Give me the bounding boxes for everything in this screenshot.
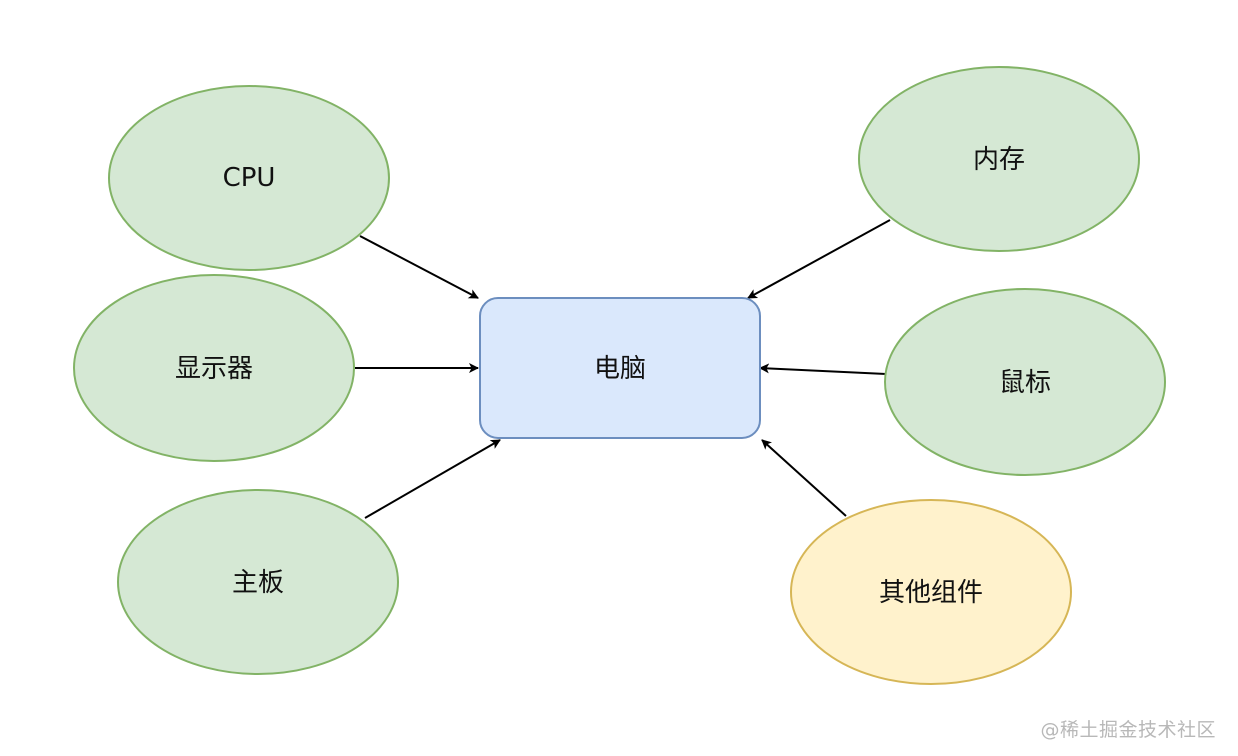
edges (355, 219, 891, 519)
display-node-shape (73, 274, 355, 462)
motherboard-node[interactable]: 主板 (117, 489, 399, 675)
other-components-node-label: 其他组件 (879, 578, 983, 608)
motherboard-node-shape (117, 489, 399, 675)
mouse-node-label: 鼠标 (999, 368, 1051, 398)
edge-motherboard-to-computer (364, 439, 501, 519)
computer-node[interactable]: 电脑 (479, 297, 761, 439)
edge-other-to-computer (761, 439, 847, 517)
display-node[interactable]: 显示器 (73, 274, 355, 462)
mouse-node-shape (884, 288, 1166, 476)
edge-mouse-to-computer (759, 363, 887, 375)
computer-node-box (479, 297, 761, 439)
watermark-text: @稀土掘金技术社区 (1040, 719, 1216, 741)
display-node-label: 显示器 (175, 354, 253, 384)
cpu-node-shape (108, 85, 390, 271)
edge-cpu-to-computer (359, 235, 479, 299)
computer-node-label: 电脑 (594, 354, 646, 384)
cpu-node-label: CPU (223, 163, 276, 193)
memory-node-shape (858, 66, 1140, 252)
mouse-node[interactable]: 鼠标 (884, 288, 1166, 476)
edge-memory-to-computer (747, 219, 891, 299)
memory-node-label: 内存 (973, 145, 1025, 175)
other-components-node[interactable]: 其他组件 (790, 499, 1072, 685)
cpu-node[interactable]: CPU (108, 85, 390, 271)
motherboard-node-label: 主板 (232, 568, 284, 598)
other-components-node-shape (790, 499, 1072, 685)
memory-node[interactable]: 内存 (858, 66, 1140, 252)
